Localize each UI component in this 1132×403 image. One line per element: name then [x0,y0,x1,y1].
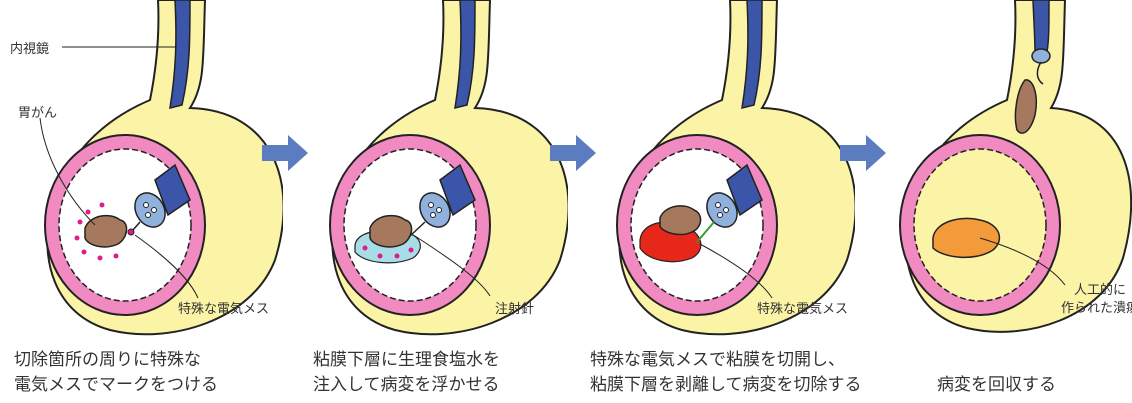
knife-label-1: 特殊な電気メス [178,298,269,317]
step-2-line-1: 粘膜下層に生理食塩水を [313,348,500,373]
step-1-line-1: 切除箇所の周りに特殊な [14,348,218,373]
cancer-lesion [85,216,127,247]
step-2-panel: 注射針 粘膜下層に生理食塩水を 注入して病変を浮かせる [285,0,568,403]
artificial-ulcer [933,218,999,257]
step-3-line-1: 特殊な電気メスで粘膜を切開し、 [590,348,862,373]
step-1-caption: 切除箇所の周りに特殊な 電気メスでマークをつける [14,348,218,398]
cancer-label: 胃がん [18,102,57,121]
step-4-caption: 病変を回収する [937,373,1056,398]
step-3-panel: 特殊な電気メス 特殊な電気メスで粘膜を切開し、 粘膜下層を剥離して病変を切除する [572,0,855,403]
step-3-line-2: 粘膜下層を剥離して病変を切除する [590,373,862,398]
step-1-panel: 内視鏡 胃がん 特殊な電気メス 切除箇所の周りに特殊な 電気メスでマークをつける [0,0,283,403]
ulcer-label-line-1: 人工的に [1061,282,1132,300]
step-1-line-2: 電気メスでマークをつける [14,373,218,398]
step-3-illustration [572,0,855,403]
step-2-line-2: 注入して病変を浮かせる [313,373,500,398]
knife-label-2: 特殊な電気メス [757,298,848,317]
step-4-panel: 人工的に 作られた潰瘍 病変を回収する [855,0,1132,403]
ulcer-label: 人工的に 作られた潰瘍 [1061,282,1132,318]
step-2-illustration [285,0,568,403]
needle-label: 注射針 [495,298,534,317]
endoscope-label: 内視鏡 [10,38,49,57]
ulcer-label-line-2: 作られた潰瘍 [1061,300,1132,318]
step-4-line-1: 病変を回収する [937,373,1056,398]
step-4-illustration [855,0,1132,403]
step-3-caption: 特殊な電気メスで粘膜を切開し、 粘膜下層を剥離して病変を切除する [590,348,862,398]
step-1-illustration [0,0,283,403]
step-2-caption: 粘膜下層に生理食塩水を 注入して病変を浮かせる [313,348,500,398]
